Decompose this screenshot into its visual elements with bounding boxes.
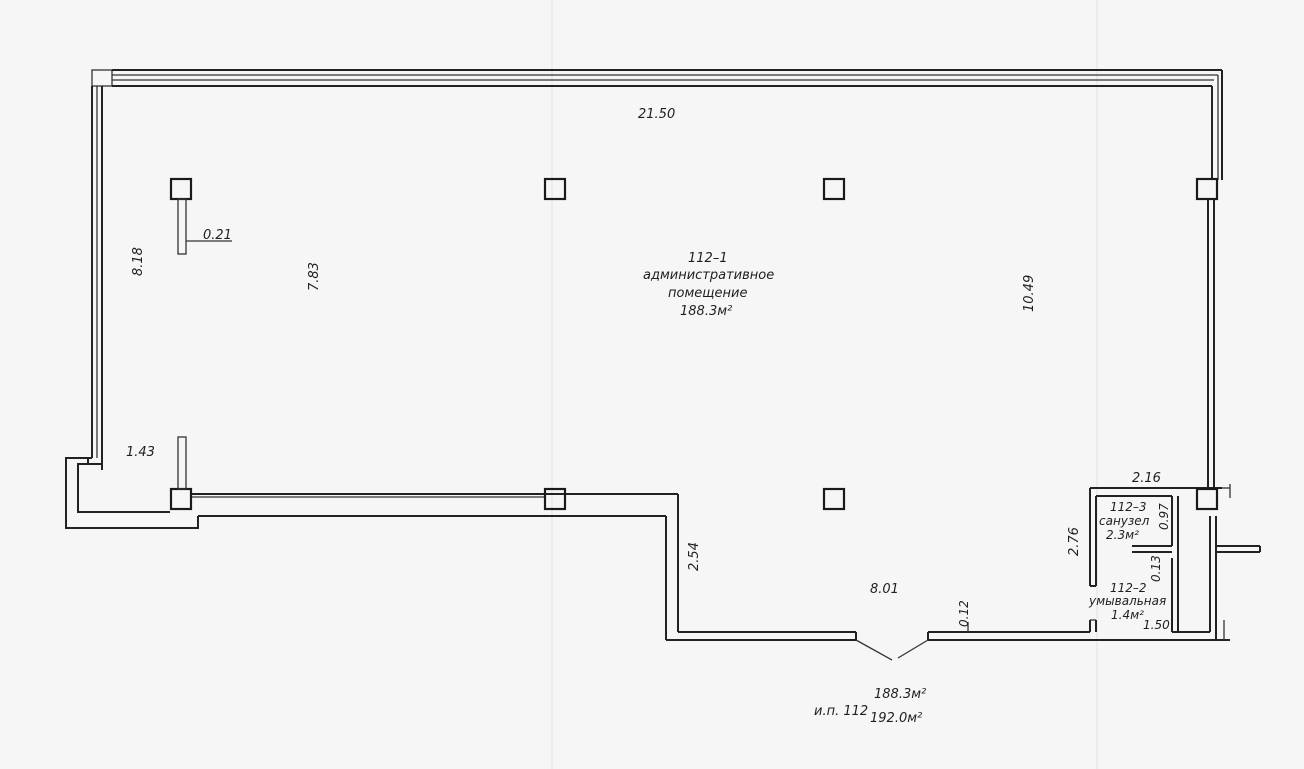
right-wall: [1207, 70, 1223, 488]
room-112-2-area: 1.4м²: [1111, 608, 1144, 622]
room-112-2-name: умывальная: [1088, 594, 1166, 608]
column-1: [169, 177, 193, 201]
room-112-2-number: 112–2: [1110, 581, 1147, 595]
dim-wc-depth: 0.97: [1157, 503, 1171, 530]
column-2: [543, 177, 567, 201]
room-112-1-area: 188.3м²: [680, 304, 732, 319]
room-112-1-name-line1: административное: [643, 268, 774, 283]
room-112-1-number: 112–1: [688, 251, 728, 266]
lower-left-wall: [65, 457, 679, 640]
dim-partition: 0.13: [1149, 555, 1163, 582]
dim-wc-width: 2.16: [1132, 471, 1161, 486]
area-main: 188.3м²: [874, 687, 926, 702]
dim-column-width: 0.21: [203, 228, 232, 243]
entrance-door: [855, 639, 929, 661]
room-112-3-area: 2.3м²: [1106, 528, 1139, 542]
bottom-wall: [666, 631, 1180, 641]
column-7: [822, 487, 846, 511]
column-4: [1195, 177, 1219, 201]
dim-corner-offset: 1.43: [126, 445, 155, 460]
dim-lower-left-height: 2.54: [687, 542, 702, 571]
left-wall: [87, 86, 103, 465]
dim-wc-height: 2.76: [1067, 527, 1082, 556]
dim-top-length: 21.50: [638, 107, 675, 122]
column-8: [1195, 487, 1219, 511]
top-wall: [91, 69, 1222, 87]
column-5: [169, 487, 193, 511]
dim-wall-thickness: 0.12: [957, 600, 971, 627]
pilaster-upper: [177, 198, 187, 255]
column-6: [543, 487, 567, 511]
unit-label: и.п. 112: [814, 704, 868, 719]
dim-right-height: 10.49: [1022, 275, 1037, 312]
pilaster-lower: [177, 436, 187, 490]
room-112-3-name: санузел: [1099, 514, 1150, 528]
wet-rooms-walls: [1089, 484, 1261, 641]
dim-lower-width: 8.01: [870, 582, 899, 597]
dim-wash-width: 1.50: [1143, 618, 1170, 632]
area-total: 192.0м²: [870, 711, 922, 726]
dim-left-height: 8.18: [131, 247, 146, 276]
dim-inner-height: 7.83: [307, 262, 322, 291]
column-3: [822, 177, 846, 201]
room-112-1-name-line2: помещение: [668, 286, 747, 301]
room-112-3-number: 112–3: [1110, 500, 1147, 514]
